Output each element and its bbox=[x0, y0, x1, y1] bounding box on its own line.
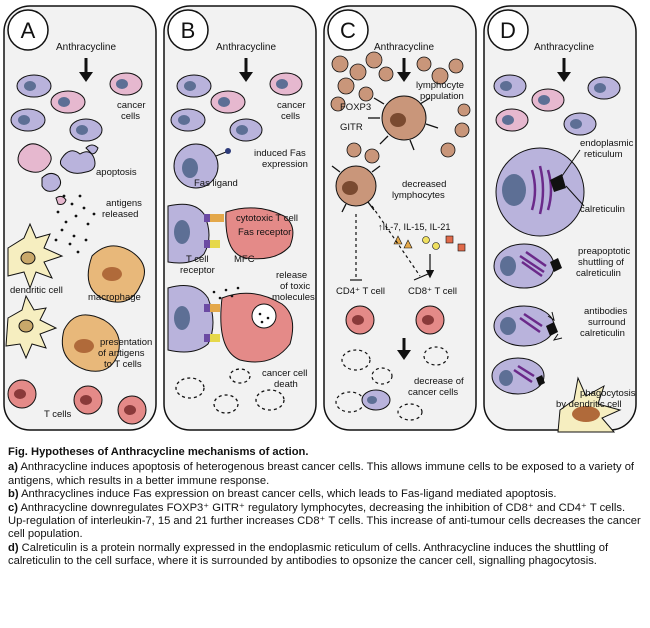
dendritic-label: dendritic cell bbox=[10, 285, 63, 296]
calreticulin-label: calreticulin bbox=[580, 204, 625, 215]
fas-cell-b bbox=[173, 143, 231, 189]
cytotoxic-label: cytotoxic T cell bbox=[236, 213, 298, 224]
cd-tcells bbox=[345, 305, 445, 335]
figure-caption: Fig. Hypotheses of Anthracycline mechani… bbox=[8, 446, 642, 569]
antibody-cell bbox=[493, 305, 563, 347]
panel-b-title: Anthracycline bbox=[216, 42, 276, 53]
panel-d-badge bbox=[487, 9, 529, 51]
panel-d-title: Anthracycline bbox=[534, 42, 594, 53]
apoptotic-cells-a bbox=[17, 143, 99, 205]
panel-c-title: Anthracycline bbox=[374, 42, 434, 53]
fas-receptor-label: Fas receptor bbox=[238, 227, 291, 238]
caption-d: d) Calreticulin is a protein normally ex… bbox=[8, 541, 609, 568]
mfc-label: MFC bbox=[234, 254, 255, 265]
fas-ligand-label: Fas ligand bbox=[194, 178, 238, 189]
caption-title: Fig. Hypotheses of Anthracycline mechani… bbox=[8, 446, 309, 458]
er-cell bbox=[495, 147, 585, 237]
release-toxic-b bbox=[167, 285, 294, 363]
cd4-label: CD4⁺ T cell bbox=[336, 286, 385, 297]
panel-b-letter: B bbox=[181, 18, 196, 43]
dead-cells-c bbox=[335, 346, 449, 421]
preapoptotic-cell bbox=[493, 243, 562, 289]
down-arrow-icon bbox=[397, 338, 411, 360]
macrophage-label: macrophage bbox=[88, 292, 141, 303]
remaining-cancer-cell bbox=[361, 389, 391, 411]
panel-b-badge bbox=[167, 9, 209, 51]
cancer-cells-b bbox=[170, 72, 303, 142]
caption-a: a) Anthracycline induces apoptosis of he… bbox=[8, 461, 635, 487]
antigen-dots bbox=[54, 194, 96, 254]
t-cells-a bbox=[7, 379, 147, 425]
il-label: ↑IL-7, IL-15, IL-21 bbox=[378, 222, 451, 232]
down-arrow-icon bbox=[397, 58, 411, 82]
panel-c-badge bbox=[327, 9, 369, 51]
cancer-cells-d bbox=[493, 74, 621, 136]
panel-c-letter: C bbox=[340, 18, 356, 43]
treg-cell bbox=[368, 95, 439, 151]
panel-a-badge bbox=[7, 9, 49, 51]
down-arrow-icon bbox=[239, 58, 253, 82]
down-arrow-icon bbox=[557, 58, 571, 82]
decreased-lymph bbox=[331, 165, 381, 213]
caption-c: c) Anthracycline downregulates FOXP3⁺ GI… bbox=[8, 501, 641, 541]
dead-cells-b bbox=[175, 368, 285, 414]
lymphocyte-population bbox=[330, 51, 471, 164]
cd8-label: CD8⁺ T cell bbox=[408, 286, 457, 297]
t-cells-label: T cells bbox=[44, 409, 72, 420]
panel-d-letter: D bbox=[500, 18, 516, 43]
foxp3-label: FOXP3 bbox=[340, 102, 371, 113]
down-arrow-icon bbox=[79, 58, 93, 82]
caption-b: b) Anthracyclines induce Fas expression … bbox=[8, 488, 557, 501]
macrophage-a2 bbox=[61, 314, 120, 372]
dendritic-cell-a bbox=[7, 222, 64, 290]
inhibition-lines bbox=[350, 205, 435, 281]
panel-a-title: Anthracycline bbox=[56, 42, 116, 53]
dendritic-cell-a2 bbox=[5, 294, 58, 360]
gitr-label: GITR bbox=[340, 122, 363, 133]
apoptosis-label: apoptosis bbox=[96, 167, 137, 178]
phagocytosis-scene bbox=[491, 357, 622, 433]
tcell-interaction-b bbox=[167, 203, 294, 264]
cancer-cells-a bbox=[10, 72, 143, 142]
panel-a-letter: A bbox=[21, 18, 36, 43]
macrophage-a bbox=[87, 245, 145, 303]
